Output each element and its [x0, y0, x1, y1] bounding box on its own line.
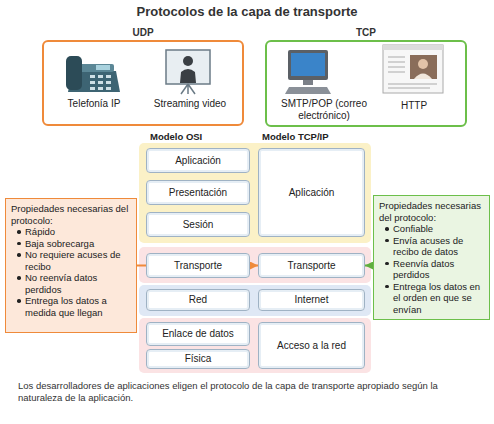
layer-box: Enlace de datos [146, 322, 250, 346]
layer-box: Aplicación [258, 148, 365, 237]
diagram-caption: Los desarrolladores de aplicaciones elig… [18, 380, 480, 404]
callout-bullet: Baja sobrecarga [11, 238, 131, 250]
layer-label: Sesión [183, 219, 214, 231]
streaming-video-icon [166, 50, 210, 94]
column-header: Modelo TCP/IP [262, 131, 329, 142]
layer-label: Aplicación [175, 155, 221, 167]
application-label: SMTP/POP (correo electrónico) [276, 98, 372, 122]
ip-phone-icon [66, 56, 120, 92]
application-band [139, 143, 371, 243]
callout-bullet: Entrega los datos a medida que llegan [11, 295, 131, 318]
layer-label: Internet [295, 294, 329, 306]
layer-label: Presentación [169, 187, 227, 199]
computer-icon [285, 50, 331, 94]
layer-label: Física [185, 353, 212, 365]
layer-label: Red [189, 294, 207, 306]
callout-heading: Propiedades necesarias del protocolo: [11, 203, 131, 226]
callout-bullet: Envía acuses de recibo de datos [379, 235, 484, 258]
layer-box: Sesión [146, 212, 250, 237]
group-heading: UDP [44, 27, 242, 38]
callout-bullet: Confiable [379, 223, 484, 235]
application-label: Streaming video [145, 98, 235, 110]
group-heading: TCP [267, 27, 465, 38]
application-label: Telefonía IP [54, 98, 134, 110]
application-label: HTTP [379, 100, 449, 112]
layer-label: Acceso a la red [277, 340, 346, 352]
column-header: Modelo OSI [150, 131, 202, 142]
layer-box: Aplicación [146, 148, 250, 173]
property-callout: Propiedades necesarias del protocolo:Con… [373, 195, 490, 320]
layer-box: Transporte [146, 253, 250, 278]
layer-box: Acceso a la red [258, 322, 365, 369]
layer-box: Red [146, 289, 250, 311]
arrow-connector [365, 265, 373, 267]
callout-bullet: No reenvía datos perdidos [11, 272, 131, 295]
layer-box: Presentación [146, 180, 250, 205]
callout-bullet: Reenvía datos perdidos [379, 258, 484, 281]
layer-box: Transporte [258, 253, 365, 278]
layer-box: Física [146, 349, 250, 369]
layer-label: Aplicación [289, 187, 335, 199]
protocol-group-box: TCPSMTP/POP (correo electrónico)HTTP [265, 40, 467, 127]
network-band [139, 285, 371, 316]
layer-label: Transporte [288, 260, 336, 272]
callout-bullet: Entrega los datos en el orden en que se … [379, 281, 484, 316]
callout-heading: Propiedades necesarias del protocolo: [379, 200, 484, 223]
link-band [139, 318, 371, 373]
layer-label: Transporte [174, 260, 222, 272]
layer-label: Enlace de datos [162, 328, 234, 340]
protocol-group-box: UDPTelefonía IPStreaming video [42, 40, 244, 126]
callout-bullet: No requiere acuses de recibo [11, 249, 131, 272]
callout-bullet: Rápido [11, 226, 131, 238]
web-browser-icon [383, 45, 443, 93]
layer-box: Internet [258, 289, 365, 311]
diagram-title: Protocolos de la capa de transporte [0, 4, 494, 19]
property-callout: Propiedades necesarias del protocolo:Ráp… [5, 198, 137, 333]
